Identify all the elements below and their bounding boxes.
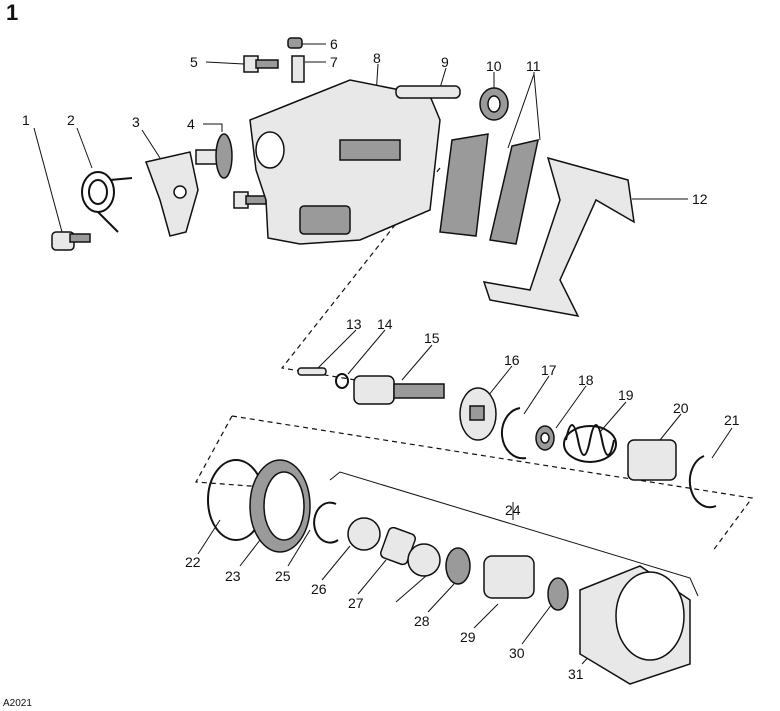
part-spring-cover (627, 439, 677, 481)
part-guide-bolt (233, 55, 279, 209)
part-o-ring-small (297, 367, 349, 389)
callout-27: 27 (348, 595, 364, 611)
leader-lines (33, 43, 733, 665)
figure-code: A2021 (3, 698, 32, 709)
callout-26: 26 (311, 581, 327, 597)
callout-8: 8 (373, 50, 381, 66)
callout-3: 3 (132, 114, 140, 130)
callout-6: 6 (330, 36, 338, 52)
part-guide-pin (395, 85, 461, 99)
callout-5: 5 (190, 54, 198, 70)
part-return-spring (81, 171, 133, 233)
callout-20: 20 (673, 400, 689, 416)
callout-12: 12 (692, 191, 708, 207)
callout-16: 16 (504, 352, 520, 368)
part-carrier-bracket (482, 156, 635, 318)
part-bleed-nipple (51, 231, 91, 251)
callout-21: 21 (724, 412, 740, 428)
callout-2: 2 (67, 112, 75, 128)
part-shaft-seal (195, 133, 233, 179)
part-guide-boot (479, 87, 509, 121)
callout-14: 14 (377, 316, 393, 332)
part-circlip (500, 407, 555, 460)
callout-15: 15 (424, 330, 440, 346)
part-spring (563, 424, 617, 463)
callout-9: 9 (441, 54, 449, 70)
callout-17: 17 (541, 362, 557, 378)
callout-23: 23 (225, 568, 241, 584)
callout-1: 1 (22, 112, 30, 128)
callout-labels: 1 2 3 4 5 6 7 8 9 10 11 12 13 14 15 16 1… (22, 36, 740, 682)
callout-11: 11 (526, 58, 541, 74)
part-thrust-plate (459, 387, 497, 441)
callout-24: 24 (505, 502, 521, 518)
part-adjuster-screw (353, 375, 445, 405)
callout-22: 22 (185, 554, 201, 570)
callout-28: 28 (414, 613, 430, 629)
callout-30: 30 (509, 645, 525, 661)
callout-4: 4 (187, 116, 195, 132)
part-piston (579, 565, 691, 685)
part-piston-seals (207, 459, 339, 553)
part-piston-internals (347, 517, 569, 611)
callout-13: 13 (346, 316, 362, 332)
callout-7: 7 (330, 54, 338, 70)
callout-18: 18 (578, 372, 594, 388)
callout-10: 10 (486, 58, 502, 74)
callout-29: 29 (460, 629, 476, 645)
callout-31: 31 (568, 666, 584, 682)
figure-number: 1 (6, 0, 18, 25)
part-brake-pads (439, 133, 539, 245)
part-circlip-end (688, 455, 717, 509)
part-handbrake-lever (145, 151, 199, 237)
part-caliper-body (249, 79, 441, 245)
part-bleed-screw-cap (287, 37, 305, 83)
callout-25: 25 (275, 568, 291, 584)
callout-19: 19 (618, 387, 634, 403)
